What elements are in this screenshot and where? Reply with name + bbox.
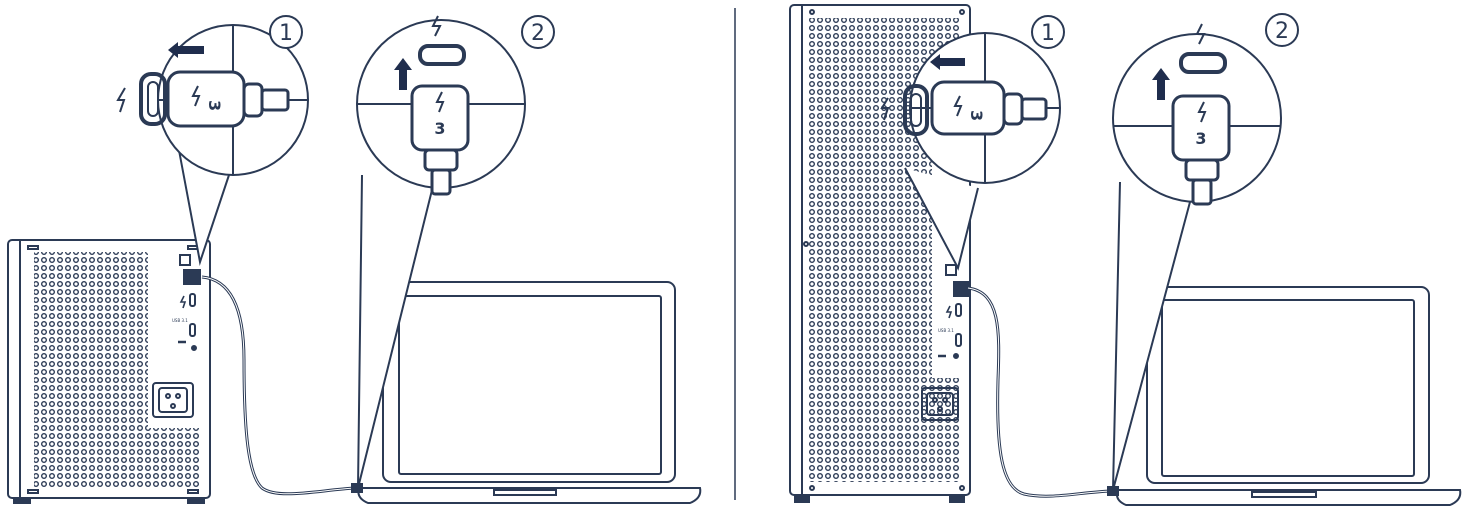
- usb-c-port: [1179, 52, 1227, 74]
- thunderbolt-icon: [1195, 23, 1206, 45]
- right-panel: USB 3.1: [789, 4, 1462, 506]
- connector-version: 3: [967, 110, 986, 121]
- left-panel: USB 3.1: [7, 15, 702, 504]
- connector-head: [1171, 94, 1231, 162]
- step-one-label: 1: [1041, 21, 1055, 46]
- left-ports: USB 3.1: [172, 254, 201, 351]
- arrow-up-icon: [1152, 68, 1170, 100]
- right-ports: USB 3.1: [938, 264, 971, 359]
- connector-version: 3: [434, 119, 445, 138]
- usb-c-port: [418, 44, 466, 66]
- connector-version: 3: [1195, 129, 1206, 148]
- connector-head: [930, 80, 1006, 136]
- right-cable: [967, 286, 1113, 498]
- thunderbolt-icon: [116, 87, 126, 113]
- connector-head: [166, 70, 246, 128]
- arrow-left-icon: [168, 42, 204, 58]
- usb-c-port: [903, 84, 929, 136]
- step-two-label: 2: [1275, 19, 1289, 44]
- left-cable: [201, 275, 356, 496]
- power-inlet: [152, 382, 194, 418]
- thunderbolt-icon: [880, 97, 890, 121]
- vent-grille: [34, 252, 200, 488]
- left-callout-1: 3 1: [116, 15, 309, 266]
- power-inlet: [921, 387, 959, 421]
- step-one-label: 1: [279, 21, 293, 46]
- usb-c-port: [139, 72, 167, 126]
- right-callout-2: 3 2: [1112, 13, 1299, 491]
- arrow-up-icon: [394, 58, 412, 90]
- arrow-left-icon: [930, 54, 965, 70]
- right-callout-1: 3 1: [880, 15, 1065, 271]
- usb-port-label: USB 3.1: [172, 318, 188, 323]
- thunderbolt-icon: [431, 15, 442, 37]
- step-two-label: 2: [531, 21, 545, 46]
- left-laptop: [357, 281, 702, 504]
- usb-port-label: USB 3.1: [938, 328, 954, 333]
- right-laptop: [1116, 286, 1462, 506]
- left-callout-2: 3 2: [356, 15, 555, 489]
- left-enclosure: USB 3.1: [7, 239, 211, 504]
- connector-version: 3: [205, 100, 224, 111]
